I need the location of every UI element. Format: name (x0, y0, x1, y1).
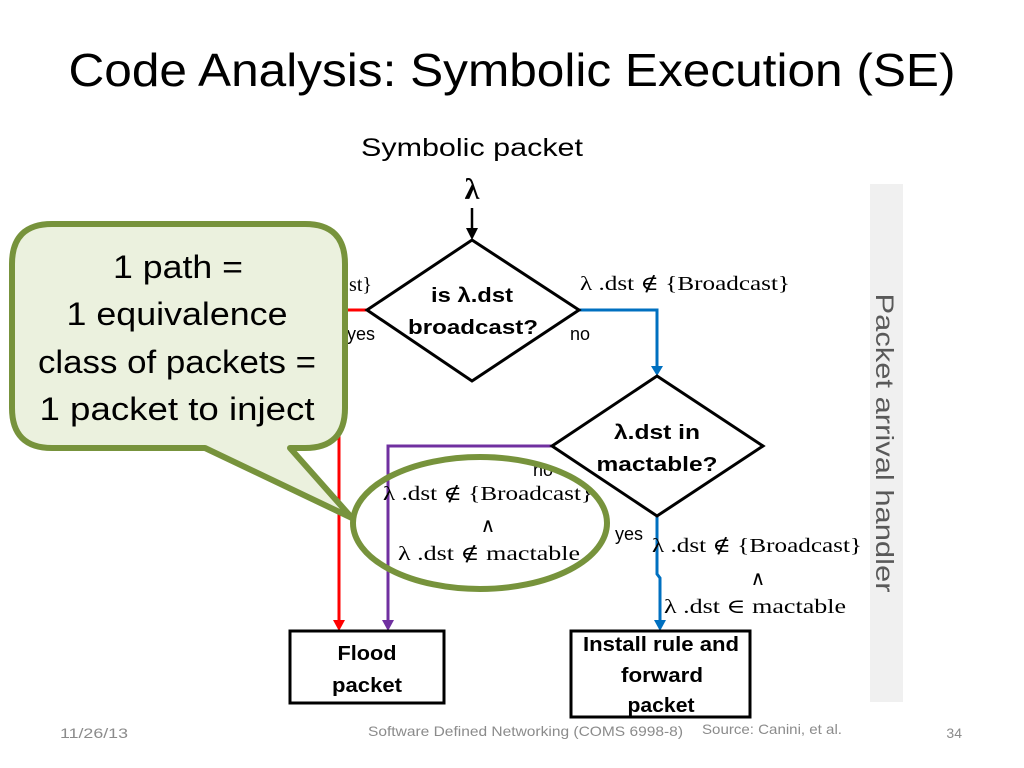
no-path-arrowhead (651, 366, 663, 376)
callout: 1 path = 1 equivalence class of packets … (9, 221, 355, 521)
install-box (569, 629, 752, 719)
install-line-2: forward (621, 665, 703, 687)
footer-source: Source: Canini, et al. (702, 721, 842, 737)
callout-line-1: 1 path = (113, 249, 243, 285)
footer-date: 11/26/13 (60, 725, 128, 741)
decision-1-yes-condition: st} (349, 274, 372, 296)
no-path-mactable (382, 444, 552, 631)
decision-1-line-1: is λ.dst (431, 285, 513, 307)
mactable-no-line (386, 444, 552, 621)
footer-page-number: 34 (946, 725, 962, 741)
callout-line-3: class of packets = (38, 344, 316, 380)
mactable-no-arrowhead (382, 620, 394, 631)
side-bar: Packet arrival handler (870, 184, 903, 702)
no-path-line (579, 308, 659, 367)
decision-2-no-condition-1: λ .dst ∉ {Broadcast} (383, 483, 593, 505)
action-flood-packet: Flood packet (288, 629, 446, 705)
mactable-yes-arrowhead (654, 620, 666, 631)
decision-1-no-condition: λ .dst ∉ {Broadcast} (580, 273, 790, 295)
install-line-1: Install rule and (583, 634, 739, 656)
no-path-broadcast (579, 308, 663, 376)
decision-1-diamond (364, 238, 582, 383)
decision-2-yes-label: yes (615, 524, 643, 544)
lambda-symbol: λ (465, 173, 480, 206)
symbolic-packet-label: Symbolic packet (361, 134, 583, 162)
yes-path-mactable (654, 516, 666, 631)
decision-2-yes-condition-1: λ .dst ∉ {Broadcast} (652, 535, 862, 557)
highlight-ellipse (350, 454, 610, 592)
mactable-yes-line (655, 516, 662, 621)
decision-2-line-1: λ.dst in (614, 422, 700, 444)
side-bar-label: Packet arrival handler (870, 294, 898, 593)
side-bar-background (870, 184, 903, 702)
action-install-rule: Install rule and forward packet (569, 629, 752, 719)
decision-is-broadcast: is λ.dst broadcast? (364, 238, 582, 383)
decision-2-no-condition-2: λ .dst ∉ mactable (398, 543, 580, 565)
callout-line-2: 1 equivalence (67, 296, 288, 332)
decision-2-no-condition-and: ∧ (481, 515, 496, 537)
decision-2-line-2: mactable? (597, 454, 718, 476)
decision-1-no-label: no (570, 324, 590, 344)
slide-title: Code Analysis: Symbolic Execution (SE) (69, 44, 956, 96)
flood-line-1: Flood (338, 643, 397, 665)
install-line-3: packet (628, 695, 695, 717)
decision-2-diamond (549, 374, 766, 518)
callout-line-4: 1 packet to inject (40, 391, 315, 427)
flood-line-2: packet (332, 675, 402, 697)
decision-1-line-2: broadcast? (408, 317, 538, 339)
callout-bubble (9, 221, 355, 521)
footer-course: Software Defined Networking (COMS 6998-8… (368, 723, 683, 739)
decision-2-yes-condition-and: ∧ (751, 568, 766, 590)
input-arrow (466, 208, 478, 240)
decision-2-yes-condition-2: λ .dst ∈ mactable (664, 596, 846, 618)
flood-box (288, 629, 446, 705)
decision-in-mactable: λ.dst in mactable? (549, 374, 766, 518)
yes-path-arrowhead (333, 620, 345, 631)
decision-1-yes-label: yes (347, 324, 375, 344)
